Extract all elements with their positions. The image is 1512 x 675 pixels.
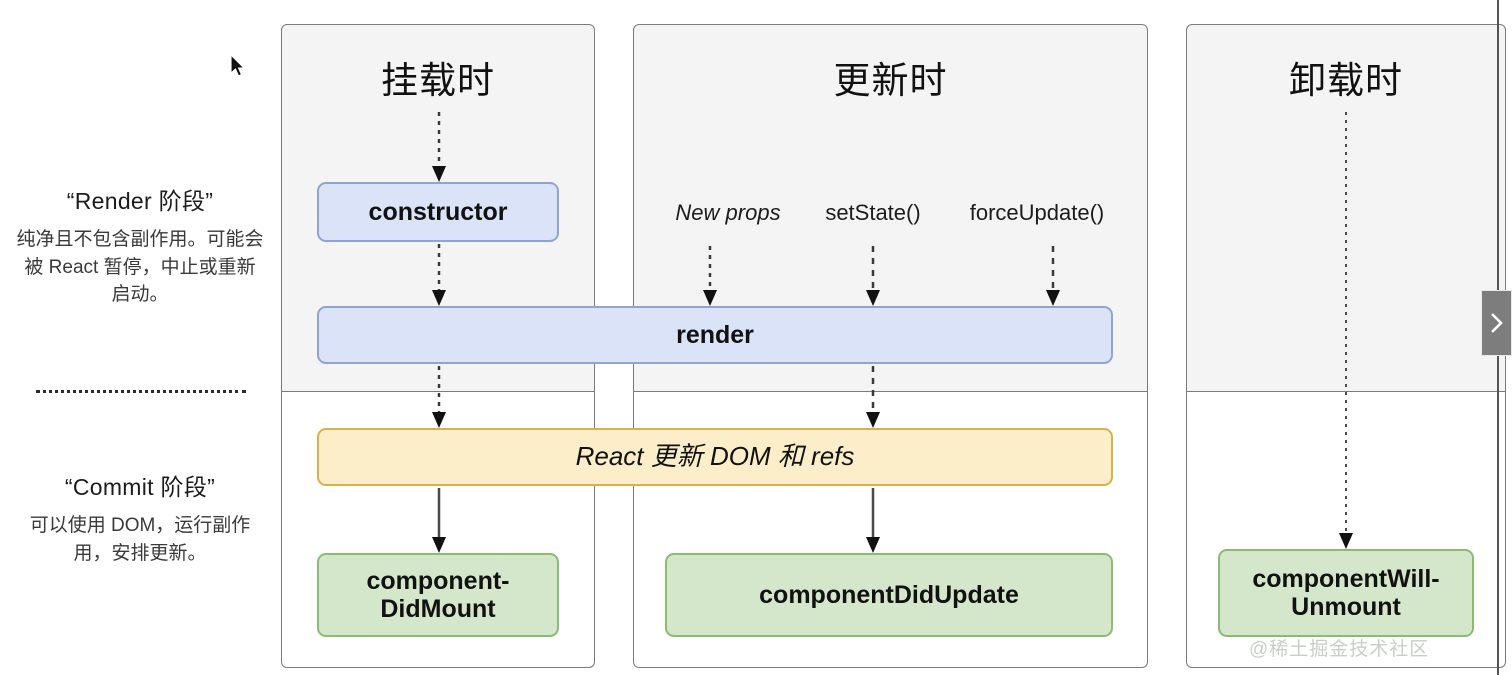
node-render-label: render [676, 321, 754, 349]
arrow-dom-refs-to-did-update [863, 488, 883, 553]
node-component-will-unmount[interactable]: componentWill- Unmount [1218, 549, 1474, 637]
arrow-set-state-to-render [863, 246, 883, 306]
node-react-updates-dom-and-refs[interactable]: React 更新 DOM 和 refs [317, 428, 1113, 486]
node-did-update-label: componentDidUpdate [759, 581, 1019, 609]
next-slide-button[interactable] [1481, 290, 1512, 356]
node-component-did-mount[interactable]: component- DidMount [317, 553, 559, 637]
arrow-render-to-dom-refs-update [863, 366, 883, 428]
arrow-dom-refs-to-did-mount [429, 488, 449, 553]
node-constructor[interactable]: constructor [317, 182, 559, 242]
trigger-label-force-update: forceUpdate() [969, 200, 1105, 225]
arrow-mount-to-constructor [429, 112, 449, 182]
node-will-unmount-label: componentWill- Unmount [1252, 565, 1439, 621]
column-heading-mount: 挂载时 [381, 60, 495, 101]
arrow-constructor-to-render [429, 244, 449, 306]
trigger-label-set-state: setState() [825, 200, 921, 225]
mouse-cursor [230, 53, 248, 85]
legend-render-phase-body: 纯净且不包含副作用。可能会被 React 暂停，中止或重新启动。 [16, 229, 264, 306]
node-did-mount-label-line2: DidMount [380, 595, 496, 623]
legend-commit-phase-title: “Commit 阶段” [64, 474, 216, 500]
legend-dotted-divider [36, 390, 246, 393]
node-will-unmount-label-line2: Unmount [1291, 593, 1401, 621]
node-component-did-update[interactable]: componentDidUpdate [665, 553, 1113, 637]
node-dom-refs-label: React 更新 DOM 和 refs [575, 441, 855, 472]
arrow-force-update-to-render [1043, 246, 1063, 306]
arrow-unmount-to-will-unmount [1336, 112, 1356, 549]
arrow-new-props-to-render [700, 246, 720, 306]
node-did-mount-label: component- DidMount [366, 567, 509, 623]
column-heading-update: 更新时 [833, 60, 948, 101]
node-will-unmount-label-line1: componentWill- [1252, 565, 1440, 593]
arrow-render-to-dom-refs-mount [429, 366, 449, 428]
legend-commit-phase: “Commit 阶段” 可以使用 DOM，运行副作用，安排更新。 [16, 468, 264, 567]
column-heading-unmount: 卸载时 [1289, 60, 1403, 101]
node-render[interactable]: render [317, 306, 1113, 364]
legend-render-phase: “Render 阶段” 纯净且不包含副作用。可能会被 React 暂停，中止或重… [16, 182, 264, 309]
node-did-mount-label-line1: component- [366, 567, 510, 595]
legend-commit-phase-body: 可以使用 DOM，运行副作用，安排更新。 [29, 515, 251, 564]
node-constructor-label: constructor [368, 198, 508, 226]
trigger-label-new-props: New props [675, 200, 781, 225]
legend-render-phase-title: “Render 阶段” [66, 188, 214, 214]
chevron-right-icon [1490, 313, 1503, 333]
watermark: @稀土掘金技术社区 [1249, 639, 1430, 660]
